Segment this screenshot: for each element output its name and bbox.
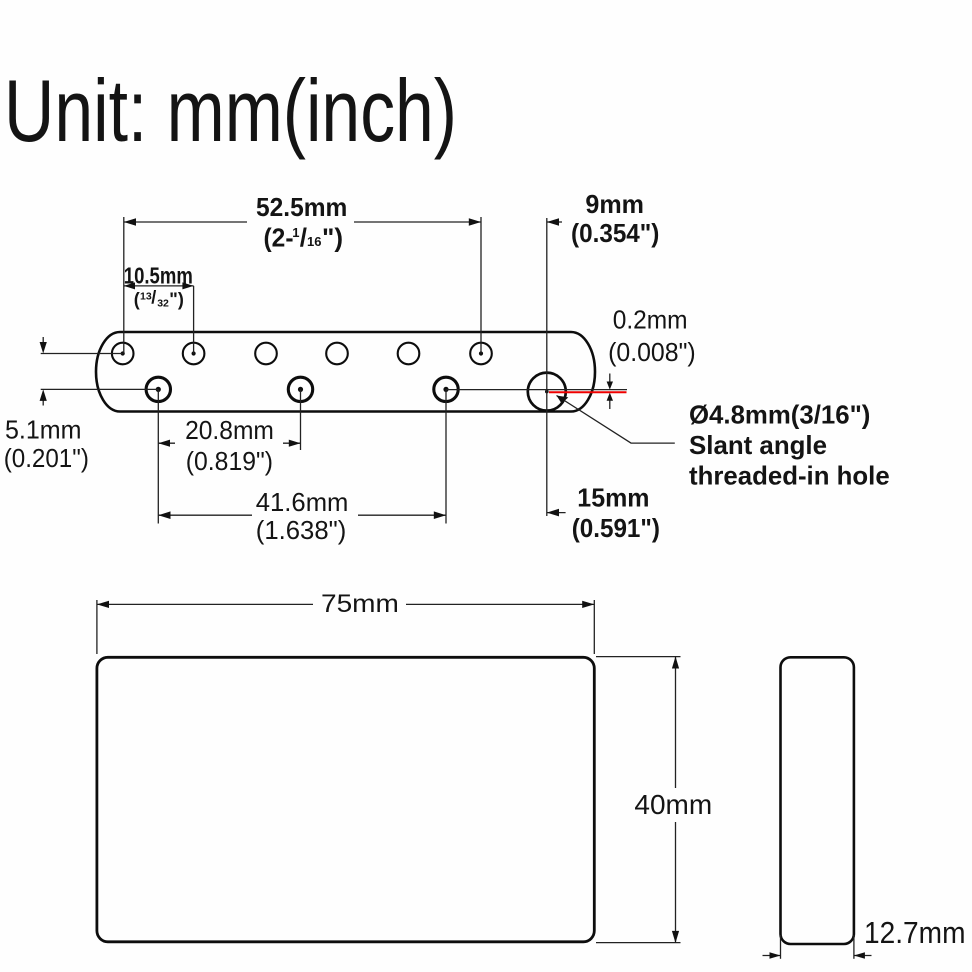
svg-text:5.1mm: 5.1mm <box>5 414 82 444</box>
svg-text:(0.201"): (0.201") <box>4 443 89 473</box>
svg-text:0.2mm: 0.2mm <box>613 304 688 334</box>
svg-text:(0.591"): (0.591") <box>572 513 660 543</box>
svg-text:(: ( <box>134 290 140 310</box>
svg-text:/: / <box>300 223 307 253</box>
svg-text:Unit: mm(inch): Unit: mm(inch) <box>4 61 457 160</box>
svg-text:52.5mm: 52.5mm <box>256 192 347 222</box>
svg-text:20.8mm: 20.8mm <box>185 415 274 445</box>
svg-text:/: / <box>151 288 156 308</box>
svg-text:15mm: 15mm <box>577 483 649 513</box>
svg-text:9mm: 9mm <box>585 189 644 219</box>
svg-text:"): ") <box>169 290 184 310</box>
svg-text:75mm: 75mm <box>321 590 399 618</box>
svg-text:16: 16 <box>307 234 321 249</box>
svg-text:(0.354"): (0.354") <box>571 218 659 248</box>
svg-text:Ø4.8mm(3/16"): Ø4.8mm(3/16") <box>689 400 870 430</box>
svg-text:40mm: 40mm <box>634 789 712 820</box>
svg-text:(0.819"): (0.819") <box>186 446 273 476</box>
svg-text:1: 1 <box>292 225 299 240</box>
svg-text:"): ") <box>322 223 343 253</box>
svg-text:threaded-in hole: threaded-in hole <box>689 461 890 491</box>
svg-text:12.7mm: 12.7mm <box>864 915 966 950</box>
svg-text:13: 13 <box>140 291 152 303</box>
svg-text:(0.008"): (0.008") <box>608 337 696 367</box>
svg-text:32: 32 <box>157 297 169 309</box>
svg-text:41.6mm: 41.6mm <box>256 487 349 517</box>
svg-text:Slant angle: Slant angle <box>689 430 827 460</box>
svg-text:10.5mm: 10.5mm <box>124 263 193 289</box>
svg-text:(1.638"): (1.638") <box>256 515 346 545</box>
svg-text:(2-: (2- <box>264 223 294 253</box>
